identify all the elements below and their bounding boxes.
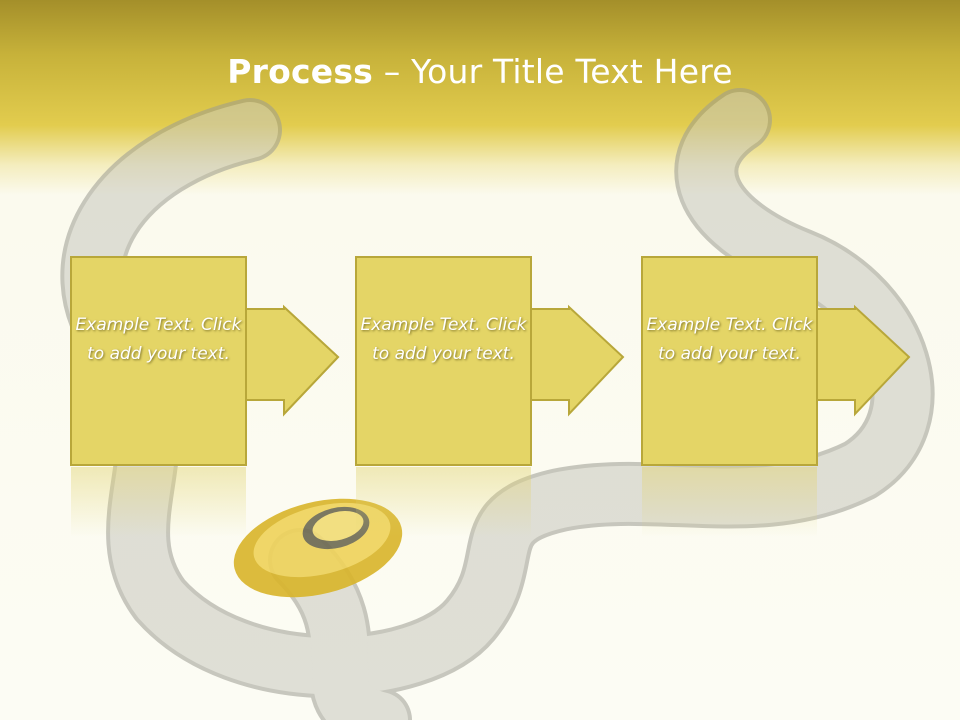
arrow-shape-1 bbox=[70, 256, 340, 466]
step-3-reflection bbox=[642, 467, 817, 537]
step-2-reflection bbox=[356, 467, 531, 537]
process-step-2[interactable]: Example Text. Click to add your text. bbox=[355, 256, 696, 467]
step-1-text[interactable]: Example Text. Click to add your text. bbox=[75, 315, 242, 364]
slide-title[interactable]: Process – Your Title Text Here bbox=[0, 52, 960, 91]
step-1-reflection bbox=[71, 467, 246, 537]
arrow-shape-2 bbox=[355, 256, 625, 466]
process-step-3[interactable]: Example Text. Click to add your text. bbox=[641, 256, 960, 467]
step-2-text[interactable]: Example Text. Click to add your text. bbox=[360, 315, 527, 364]
car-icon bbox=[233, 498, 403, 598]
title-bold-text: Process bbox=[227, 52, 374, 91]
step-3-text[interactable]: Example Text. Click to add your text. bbox=[646, 315, 813, 364]
title-rest-text: – Your Title Text Here bbox=[373, 52, 733, 91]
arrow-shape-3 bbox=[641, 256, 911, 466]
process-step-1[interactable]: Example Text. Click to add your text. bbox=[70, 256, 411, 467]
